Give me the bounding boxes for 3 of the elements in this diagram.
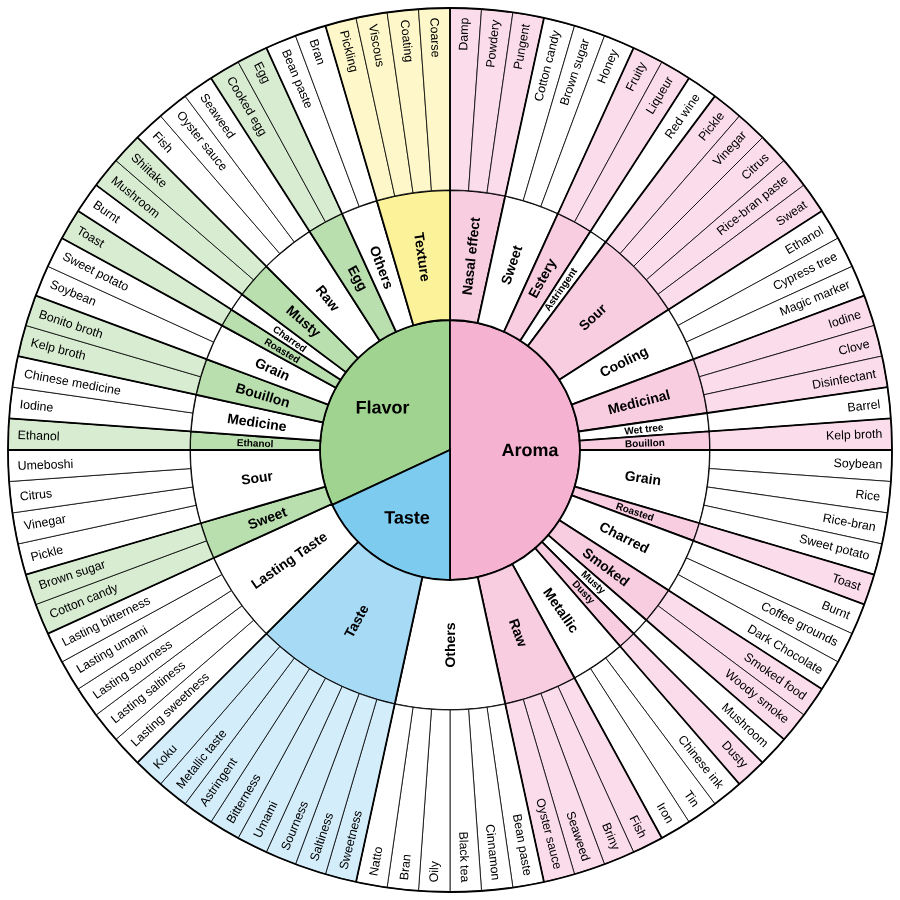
center-segment: Flavor [319,319,451,506]
center-segment: Taste [331,449,451,581]
center-segment: Aroma [449,319,581,581]
